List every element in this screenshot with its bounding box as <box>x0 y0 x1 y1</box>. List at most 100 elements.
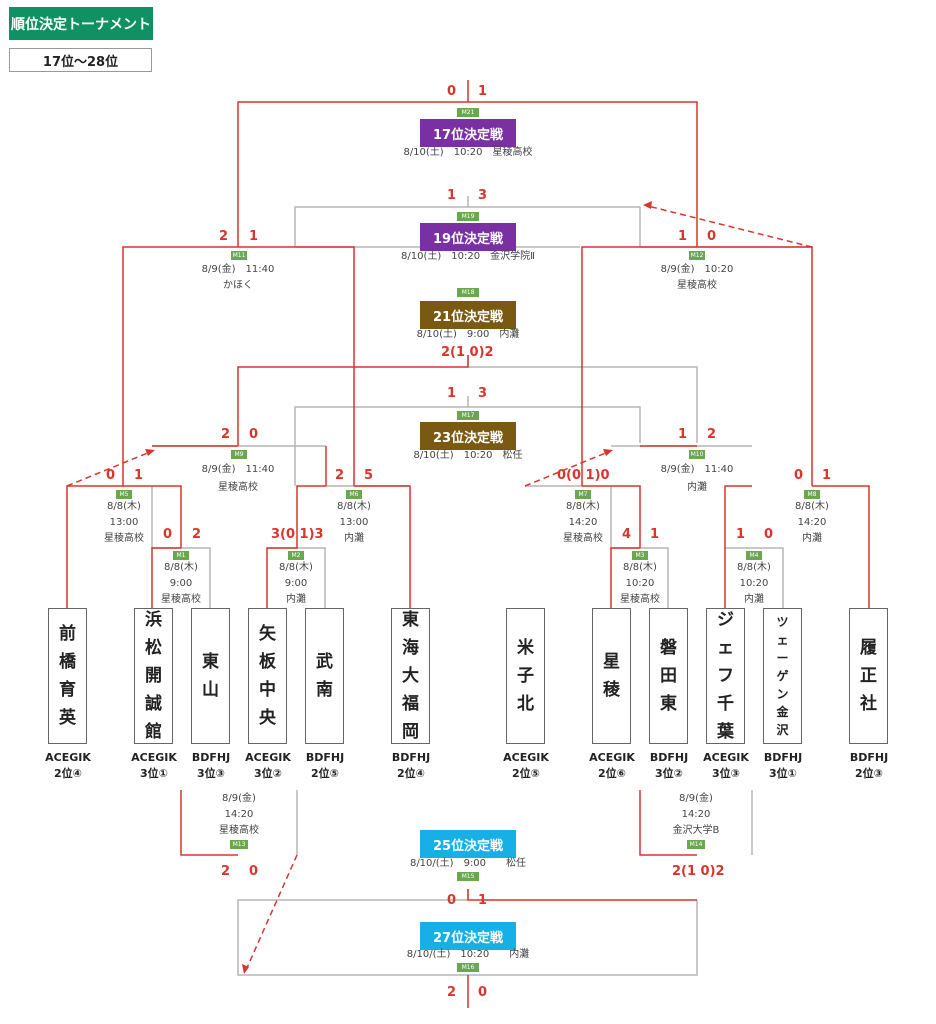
team-card: ツェーゲン金沢 <box>763 608 802 744</box>
line-m7-red <box>582 485 641 548</box>
tag-m19: M19 <box>457 212 479 221</box>
team-name-char: 北 <box>517 694 534 714</box>
info-m9-line2: 星稜高校 <box>218 482 258 493</box>
team-seed: 3位① <box>140 767 168 780</box>
team-card: 前橋育英 <box>48 608 87 744</box>
tag-m7: M7 <box>575 490 591 499</box>
score-m11-left: 2 <box>219 229 229 244</box>
title-17th-place: 17位決定戦 <box>420 119 516 147</box>
team-seed: 2位⑤ <box>512 767 540 780</box>
line-m6-red <box>354 485 411 608</box>
line-21-left <box>237 355 469 446</box>
score-17-left: 0 <box>447 84 457 99</box>
score-m5-right: 1 <box>134 468 144 483</box>
tag-m18: M18 <box>457 288 479 297</box>
team-name-char: ジ <box>717 610 734 630</box>
team-seed: 3位③ <box>197 767 225 780</box>
score-m6-right: 5 <box>364 468 374 483</box>
team-name-char: ゲ <box>776 669 789 683</box>
score-m9-left: 2 <box>221 427 231 442</box>
team-name-char: 松 <box>145 638 162 658</box>
info-17th-place: 8/10(土) 10:20 星稜高校 <box>403 147 533 158</box>
score-27-right: 0 <box>478 985 488 1000</box>
team-group: ACEGIK <box>131 751 177 764</box>
score-m1-right: 2 <box>192 527 202 542</box>
team-name-char: 前 <box>59 624 76 644</box>
team-group: BDFHJ <box>191 751 231 764</box>
team-group: BDFHJ <box>763 751 803 764</box>
info-m13-line3: 星稜高校 <box>219 825 259 836</box>
team-name-char: 矢 <box>259 624 276 644</box>
tag-m3: M3 <box>632 551 648 560</box>
score-m10-left: 1 <box>678 427 688 442</box>
team-name-char: 武 <box>316 652 333 672</box>
info-m9-line1: 8/9(金) 11:40 <box>201 464 275 475</box>
team-name-char: 橋 <box>59 652 76 672</box>
score-m5-left: 0 <box>106 468 116 483</box>
arrow-m12-to-m19 <box>647 205 813 248</box>
team-name-char: 正 <box>860 666 877 686</box>
arrow-m5-to-m9 <box>66 451 151 487</box>
score-m13-left: 2 <box>221 864 231 879</box>
team-seed: 2位④ <box>397 767 425 780</box>
score-m12-right: 0 <box>707 229 717 244</box>
info-21st-place: 8/10(土) 9:00 内灘 <box>416 329 520 340</box>
title-21st-place: 21位決定戦 <box>420 301 516 329</box>
team-card: 東山 <box>191 608 230 744</box>
team-name-char: 浜 <box>145 610 162 630</box>
team-card: 米子北 <box>506 608 545 744</box>
line-27-right <box>468 900 698 976</box>
team-group: BDFHJ <box>305 751 345 764</box>
team-group: ACEGIK <box>589 751 635 764</box>
score-21: 2(1 0)2 <box>441 345 494 360</box>
info-m6-line1: 8/8(木) <box>337 501 371 512</box>
info-m12-line1: 8/9(金) 10:20 <box>660 264 734 275</box>
team-seed: 2位⑥ <box>598 767 626 780</box>
info-m7-line2: 14:20 <box>568 517 598 528</box>
team-name-char: 磐 <box>660 638 677 658</box>
info-m6-line2: 13:00 <box>339 517 369 528</box>
line-m14-red <box>639 790 697 856</box>
tag-m6: M6 <box>346 490 362 499</box>
score-27-left: 2 <box>447 985 457 1000</box>
score-m11-right: 1 <box>249 229 259 244</box>
team-name-char: 米 <box>517 638 534 658</box>
tag-m2: M2 <box>288 551 304 560</box>
team-name-char: 大 <box>402 666 419 686</box>
team-group: ACEGIK <box>45 751 91 764</box>
arrow-m7-to-m10 <box>524 451 609 487</box>
tag-m5: M5 <box>116 490 132 499</box>
team-seed: 2位④ <box>54 767 82 780</box>
score-m8-left: 0 <box>794 468 804 483</box>
team-name-char: 東 <box>202 652 219 672</box>
info-m8-line1: 8/8(木) <box>795 501 829 512</box>
tag-m16: M16 <box>457 963 479 972</box>
info-m3-line3: 星稜高校 <box>620 594 660 605</box>
score-23-right: 3 <box>478 386 488 401</box>
info-m13-line1: 8/9(金) <box>222 793 256 804</box>
line-m8-red <box>812 485 870 608</box>
info-m3-line2: 10:20 <box>625 578 655 589</box>
score-17-right: 1 <box>478 84 488 99</box>
score-m10-right: 2 <box>707 427 717 442</box>
tag-m15: M15 <box>457 872 479 881</box>
tag-m12: M12 <box>689 251 705 260</box>
info-m14-line3: 金沢大学B <box>672 825 720 836</box>
score-m3-right: 1 <box>650 527 660 542</box>
title-19th-place: 19位決定戦 <box>420 223 516 251</box>
team-card: 浜松開誠館 <box>134 608 173 744</box>
info-27th-place: 8/10/(土) 10:20 内灘 <box>406 949 530 960</box>
line-m1-red <box>151 547 181 608</box>
score-m9-right: 0 <box>249 427 259 442</box>
line-m4-gray <box>725 547 784 608</box>
title-23rd-place: 23位決定戦 <box>420 422 516 450</box>
team-card: 磐田東 <box>649 608 688 744</box>
team-name-char: 育 <box>59 680 76 700</box>
info-m1-line1: 8/8(木) <box>164 562 198 573</box>
score-m13-right: 0 <box>249 864 259 879</box>
team-group: BDFHJ <box>849 751 889 764</box>
info-m13-line2: 14:20 <box>224 809 254 820</box>
team-seed: 2位⑤ <box>311 767 339 780</box>
line-m13-red <box>180 790 238 856</box>
team-card: 武南 <box>305 608 344 744</box>
